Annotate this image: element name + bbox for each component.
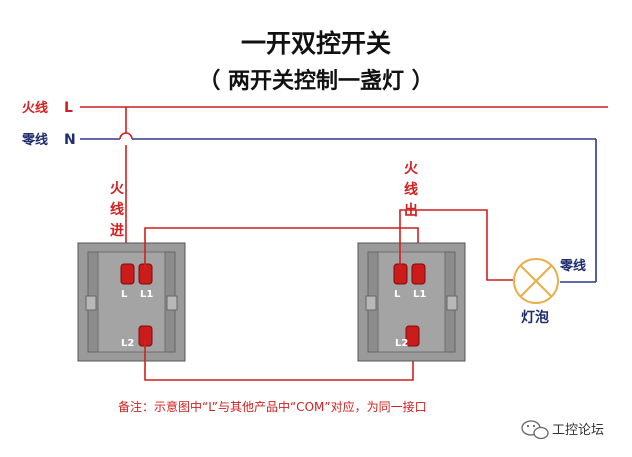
wechat-icon — [521, 420, 549, 440]
right-terminal-L2 — [405, 325, 420, 347]
live-line-label: 火线 — [22, 100, 48, 116]
left-terminal-L — [120, 263, 135, 285]
right-terminal-L1 — [411, 263, 426, 285]
right-switch-label-char-1: 火 — [404, 161, 419, 177]
switched-live-to-lamp — [399, 209, 513, 281]
title-line-2: （ 两开关控制一盏灯 ） — [198, 68, 433, 94]
lamp-label: 灯泡 — [521, 309, 549, 326]
wire-crossover — [119, 132, 133, 140]
right-switch-label-char-3: 出 — [404, 202, 418, 219]
lamp-neutral-label: 零线 — [559, 258, 586, 274]
watermark-text: 工控论坛 — [552, 423, 604, 438]
right-terminal-label-L2: L2 — [395, 338, 408, 349]
neutral-line-label: 零线 — [21, 132, 48, 148]
right-terminal-label-L1: L1 — [413, 289, 426, 300]
live-line-letter: L — [64, 100, 73, 116]
footnote: 备注：示意图中“L”与其他产品中“COM”对应，为同一接口 — [118, 399, 427, 414]
right-terminal-label-L: L — [394, 289, 401, 300]
left-switch-label-char-3: 进 — [110, 223, 124, 239]
left-terminal-label-L2: L2 — [121, 338, 134, 349]
right-switch-label-char-2: 线 — [404, 181, 418, 198]
left-terminal-label-L1: L1 — [140, 289, 153, 300]
title-line-1: 一开双控开关 — [241, 29, 391, 58]
neutral-line-letter: N — [64, 132, 76, 148]
left-terminal-label-L: L — [121, 289, 128, 300]
left-switch-label-char-1: 火 — [110, 181, 125, 197]
left-switch-label-char-2: 线 — [110, 201, 124, 218]
lamp-bulb-icon — [513, 258, 559, 304]
